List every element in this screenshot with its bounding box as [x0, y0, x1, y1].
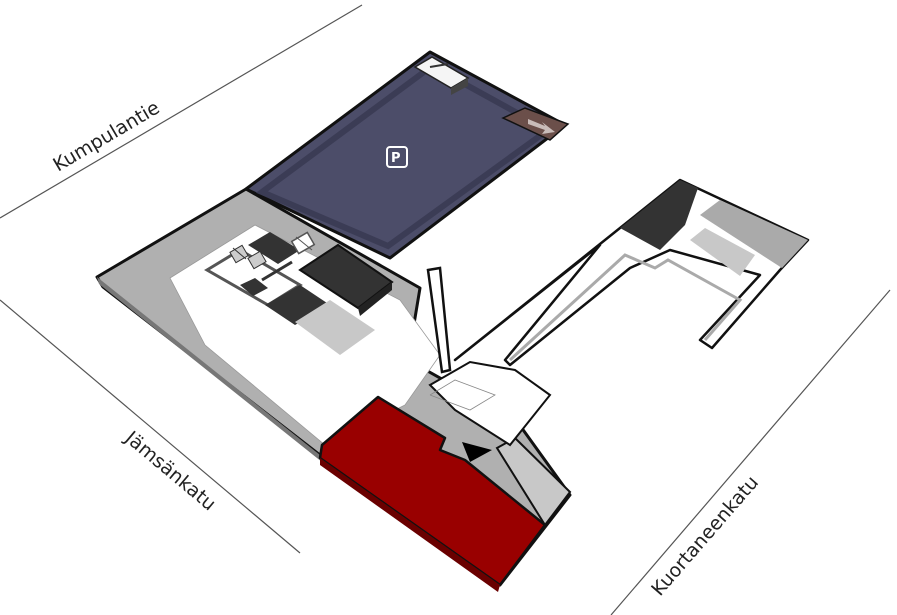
elevator-cross-icon: [232, 247, 247, 260]
right-wing-inner-edge: [508, 253, 743, 362]
thin-wall: [426, 266, 452, 374]
highlighted-wing: [318, 395, 572, 592]
dark-strip: [265, 285, 330, 325]
elevator-icon-2: [247, 250, 267, 270]
elevator-cross-icon-3: [295, 236, 313, 251]
elevator-core: [204, 231, 316, 307]
street-label-kumpulantie: Kumpulantie: [49, 97, 163, 177]
street-line-kuortaneenkatu: [610, 289, 891, 615]
ticket-booth-side: [451, 78, 468, 95]
parking-label: P: [391, 151, 401, 166]
right-wing: [453, 178, 810, 367]
outer-ring-edge: [97, 277, 322, 462]
core-dark-small: [240, 278, 268, 296]
lobby-connector: [426, 266, 552, 447]
stair-rail: [261, 260, 293, 282]
lobby-inner-lines: [429, 379, 496, 411]
lobby-area: [428, 360, 552, 447]
street-line-kumpulantie: [0, 4, 363, 219]
street-line-jamsankatu: [0, 299, 301, 554]
parking-icon: P: [386, 146, 408, 168]
right-wing-corridor: [453, 178, 810, 367]
street-label-kuortaneenkatu: Kuortaneenkatu: [647, 472, 763, 601]
arrow-right-icon: [528, 119, 555, 134]
right-wing-light-room: [690, 228, 755, 276]
right-wing-gray-room: [700, 200, 808, 268]
elevator-icon: [229, 244, 249, 264]
highlighted-wing-edge: [320, 458, 500, 592]
core-dark-block: [248, 232, 300, 264]
entrance-triangle-icon: [462, 442, 492, 462]
dark-room-edge: [358, 282, 392, 316]
parking-garage: P: [244, 50, 570, 260]
right-wing-dark-room: [620, 180, 698, 250]
street-label-jamsankatu: Jämsänkatu: [120, 426, 220, 515]
ticket-slot: [429, 63, 449, 68]
light-room-area: [295, 300, 375, 355]
